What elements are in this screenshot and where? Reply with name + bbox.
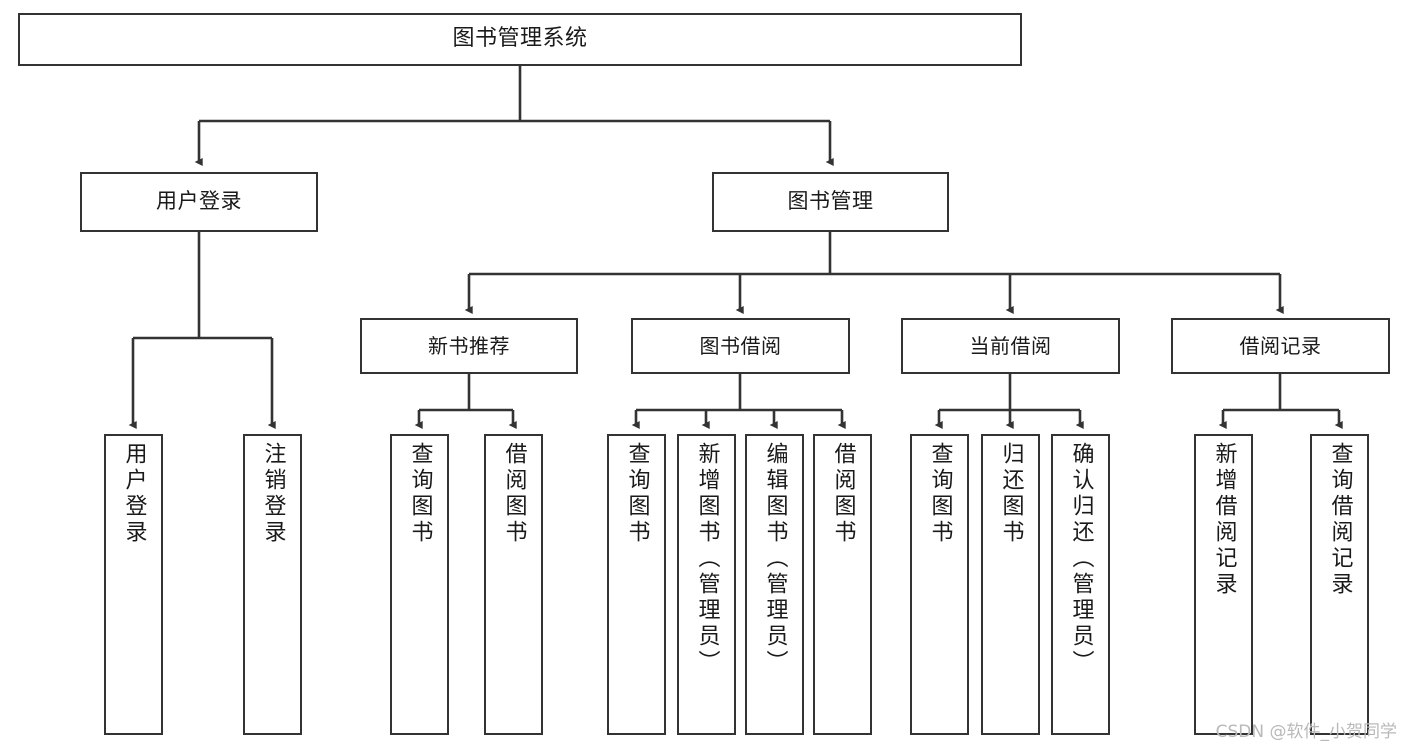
leaf-add-record-label: 新增借阅记录: [1211, 442, 1237, 598]
node-user-login-label: 用户登录: [156, 189, 242, 214]
node-new-book-rec[interactable]: 新书推荐: [360, 318, 578, 374]
leaf-borrow-book-1[interactable]: 借阅图书: [484, 434, 543, 735]
node-borrow-record-label: 借阅记录: [1239, 333, 1322, 358]
leaf-edit-book[interactable]: 编辑图书（管理员）: [745, 434, 804, 735]
leaf-query-book-3-label: 查询图书: [927, 442, 953, 546]
node-current-borrow-label: 当前借阅: [969, 333, 1052, 358]
node-root[interactable]: 图书管理系统: [18, 13, 1022, 66]
leaf-borrow-book-2[interactable]: 借阅图书: [813, 434, 872, 735]
leaf-add-record[interactable]: 新增借阅记录: [1194, 434, 1253, 735]
leaf-query-record[interactable]: 查询借阅记录: [1310, 434, 1369, 735]
leaf-edit-book-label: 编辑图书（管理员）: [762, 442, 788, 676]
leaf-query-book-2-label: 查询图书: [624, 442, 650, 546]
leaf-return-book-label: 归还图书: [998, 442, 1024, 546]
leaf-confirm-return-label: 确认归还（管理员）: [1068, 442, 1094, 676]
leaf-logout-label: 注销登录: [260, 442, 286, 546]
node-user-login[interactable]: 用户登录: [80, 172, 318, 232]
leaf-query-book-2[interactable]: 查询图书: [607, 434, 666, 735]
csdn-watermark: CSDN @软件_小贺同学: [1215, 722, 1397, 742]
leaf-confirm-return[interactable]: 确认归还（管理员）: [1051, 434, 1110, 735]
node-new-book-rec-label: 新书推荐: [428, 333, 510, 358]
node-book-manage[interactable]: 图书管理: [712, 172, 949, 232]
node-book-manage-label: 图书管理: [787, 189, 874, 214]
leaf-borrow-book-2-label: 借阅图书: [830, 442, 856, 546]
leaf-query-book-3[interactable]: 查询图书: [910, 434, 969, 735]
leaf-logout[interactable]: 注销登录: [243, 434, 302, 735]
leaf-add-book[interactable]: 新增图书（管理员）: [677, 434, 736, 735]
leaf-user-login-label: 用户登录: [121, 442, 147, 546]
leaf-return-book[interactable]: 归还图书: [981, 434, 1040, 735]
node-borrow-record[interactable]: 借阅记录: [1171, 318, 1390, 374]
node-book-borrow-label: 图书借阅: [699, 333, 782, 358]
node-book-borrow[interactable]: 图书借阅: [631, 318, 850, 374]
leaf-query-book-1[interactable]: 查询图书: [390, 434, 449, 735]
leaf-query-book-1-label: 查询图书: [407, 442, 433, 546]
leaf-query-record-label: 查询借阅记录: [1327, 442, 1353, 598]
node-current-borrow[interactable]: 当前借阅: [901, 318, 1120, 374]
leaf-user-login[interactable]: 用户登录: [104, 434, 163, 735]
leaf-add-book-label: 新增图书（管理员）: [694, 442, 720, 676]
leaf-borrow-book-1-label: 借阅图书: [501, 442, 527, 546]
node-root-label: 图书管理系统: [452, 26, 588, 52]
